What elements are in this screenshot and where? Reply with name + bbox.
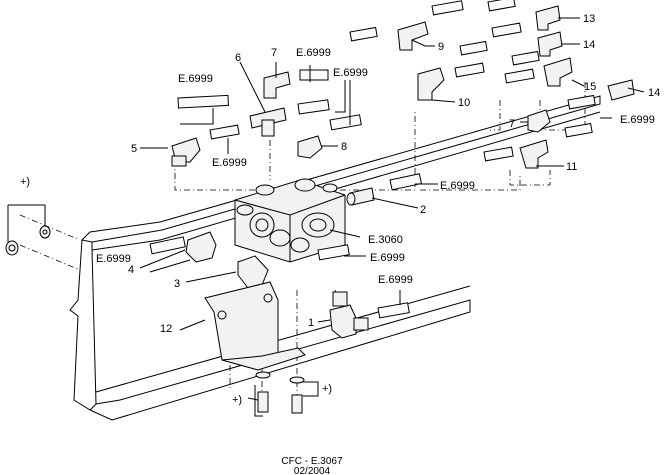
fitting-11 xyxy=(519,139,549,169)
label-e6999-g: E.6999 xyxy=(96,253,131,265)
label-9: 9 xyxy=(438,41,444,53)
callout-labels: E.6999 E.6999 E.6999 E.6999 E.6999 E.699… xyxy=(20,13,660,406)
fitting-2 xyxy=(346,187,375,206)
bracket-12 xyxy=(204,281,306,371)
label-15: 15 xyxy=(584,81,596,93)
label-3: 3 xyxy=(174,278,180,290)
fitting-15 xyxy=(543,57,573,87)
label-8: 8 xyxy=(341,141,347,153)
label-4: 4 xyxy=(128,264,134,276)
label-e3060: E.3060 xyxy=(368,234,403,246)
label-7a: 7 xyxy=(271,47,277,59)
label-14b: 14 xyxy=(648,87,660,99)
chassis-frame-rail xyxy=(69,95,601,421)
fitting-8 xyxy=(297,135,323,159)
label-e6999-b: E.6999 xyxy=(296,47,331,59)
tube-segments xyxy=(149,0,596,319)
bolts-lower xyxy=(255,371,305,414)
fitting-14-right xyxy=(607,79,635,101)
fitting-14-top xyxy=(537,31,563,57)
label-plus-c: +) xyxy=(232,394,242,406)
drawing-footer: CFC - E.3067 02/2004 xyxy=(281,456,343,475)
fitting-10 xyxy=(417,67,445,101)
label-11: 11 xyxy=(566,161,577,173)
label-7b: 7 xyxy=(509,118,515,130)
label-plus-a: +) xyxy=(20,176,30,188)
label-e6999-a: E.6999 xyxy=(178,73,213,85)
label-5: 5 xyxy=(131,143,137,155)
label-e6999-i: E.6999 xyxy=(378,274,413,286)
label-e6999-h: E.6999 xyxy=(370,252,405,264)
valve-body xyxy=(234,178,346,263)
fitting-4 xyxy=(185,231,217,263)
label-12: 12 xyxy=(160,323,172,335)
label-10: 10 xyxy=(458,97,470,109)
label-e6999-c: E.6999 xyxy=(212,157,247,169)
label-leaders xyxy=(7,17,645,417)
label-plus-b: +) xyxy=(322,383,332,395)
fitting-1 xyxy=(329,291,369,339)
fitting-5 xyxy=(171,137,201,167)
footer-code: CFC - E.3067 xyxy=(281,456,343,467)
label-14a: 14 xyxy=(583,39,595,51)
fitting-7-elbow-right xyxy=(527,109,551,133)
label-6: 6 xyxy=(235,52,241,64)
fitting-7-elbow-top xyxy=(263,71,291,99)
washer-nut-left xyxy=(5,225,51,256)
label-e6999-f: E.6999 xyxy=(440,180,475,192)
label-e6999-d: E.6999 xyxy=(333,67,368,79)
label-e6999-e: E.6999 xyxy=(620,114,655,126)
fitting-6-tee xyxy=(249,107,287,137)
label-1: 1 xyxy=(308,317,314,329)
label-13: 13 xyxy=(583,13,595,25)
footer-date: 02/2004 xyxy=(294,466,331,475)
label-2: 2 xyxy=(420,204,426,216)
fitting-13 xyxy=(535,5,561,31)
